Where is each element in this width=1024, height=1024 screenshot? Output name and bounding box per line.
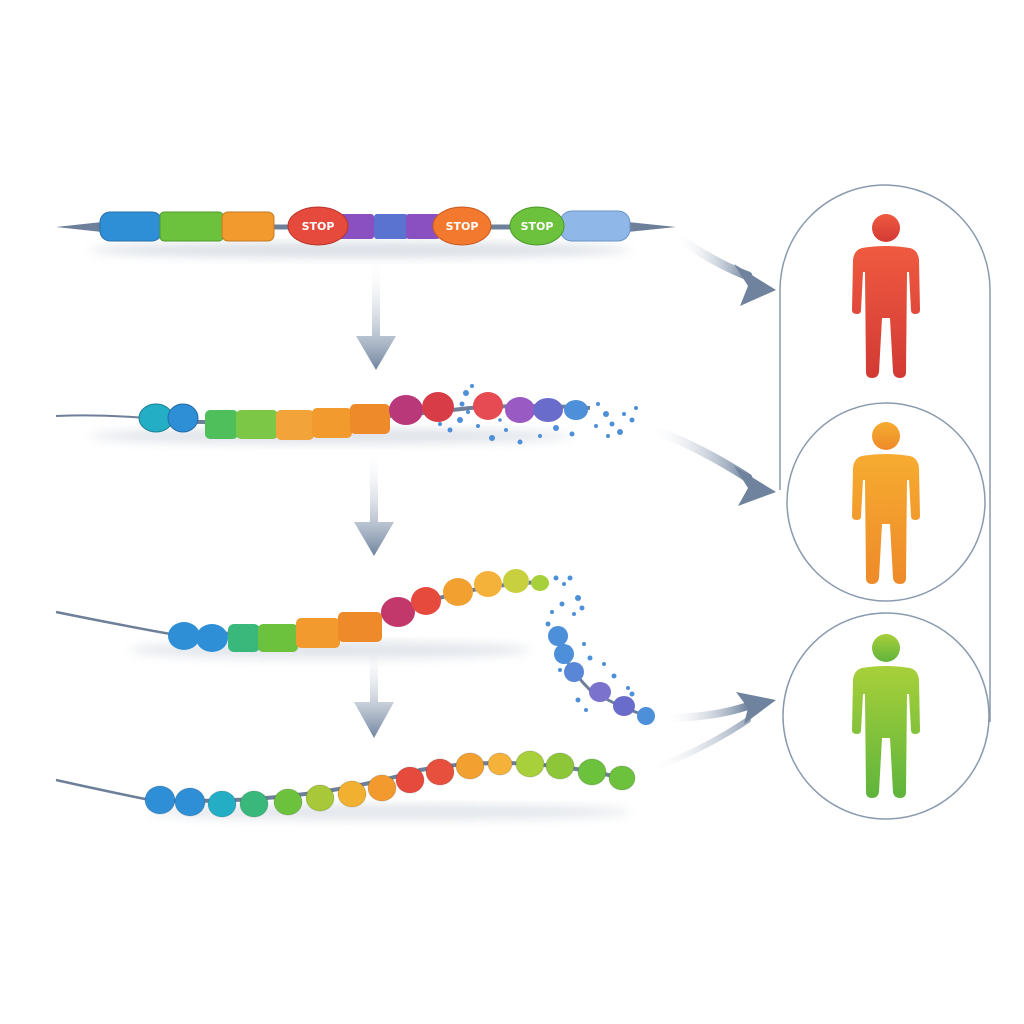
segment-teal (228, 624, 260, 652)
arrow-down-icon (356, 258, 396, 370)
outcome-panel (779, 184, 991, 820)
bead (273, 788, 303, 816)
person-icon-red (852, 214, 920, 378)
bead-green (531, 575, 549, 591)
segment-green (236, 410, 278, 439)
bead-orange (443, 578, 473, 606)
segment-orange (338, 612, 382, 642)
bead (455, 752, 485, 780)
bead-indigo (533, 398, 563, 422)
bead (239, 790, 269, 818)
bead-blue (548, 626, 568, 646)
outcome-circle-green (782, 612, 990, 820)
bead (608, 765, 636, 791)
person-icon-orange (852, 422, 920, 584)
stop-signal: STOP (287, 206, 349, 246)
bead-red (422, 392, 454, 422)
bead-blue (167, 403, 199, 433)
bead (515, 750, 545, 778)
debris-fragments-icon (438, 384, 638, 445)
strand-4-beads (144, 750, 636, 818)
bead-blue (168, 622, 200, 650)
stop-label: STOP (302, 220, 335, 233)
bead-blue (564, 662, 584, 682)
bead (577, 758, 607, 786)
segment-green (159, 211, 224, 242)
strand-1-intact: STOP STOP STOP (56, 206, 676, 258)
segment-green (258, 624, 298, 652)
bead-red (411, 587, 441, 615)
bead-yellow (503, 569, 529, 593)
bead (487, 752, 513, 776)
stop-label: STOP (521, 220, 554, 233)
curved-arrow-right-icon (645, 423, 776, 506)
bead-magenta (381, 597, 415, 627)
outcome-circle-orange (786, 402, 986, 602)
bead (174, 787, 206, 817)
debris-fragments-icon (545, 575, 635, 712)
segment-green (205, 410, 238, 439)
segment-light-blue (559, 210, 631, 242)
bead (207, 790, 237, 818)
bead-indigo (613, 696, 635, 716)
bead (337, 780, 367, 808)
stop-label: STOP (446, 220, 479, 233)
segment-orange (312, 408, 352, 438)
bead-purple (505, 397, 535, 423)
bead-red (473, 392, 503, 420)
segment-purple (406, 214, 440, 239)
segment-orange (296, 618, 340, 648)
person-icon-green (852, 634, 920, 798)
segment-indigo (374, 214, 408, 239)
bead-orange (474, 571, 502, 597)
curved-arrow-right-icon (645, 717, 751, 773)
bead-blue (637, 707, 655, 725)
panel-outline (779, 184, 991, 722)
segment-orange (276, 410, 314, 440)
curved-arrow-right-icon (671, 231, 776, 306)
segment-blue (99, 211, 163, 242)
curved-arrow-right-icon (660, 692, 776, 724)
bead-blue (196, 624, 228, 652)
bead (395, 766, 425, 794)
bead (545, 752, 575, 780)
arrow-down-icon (354, 448, 394, 556)
segment-orange (221, 211, 275, 242)
segment-orange (350, 404, 390, 434)
strand-2-degrading (55, 384, 638, 445)
stop-signal: STOP (432, 206, 492, 246)
strand-3-partial (55, 569, 655, 725)
bead (144, 785, 176, 815)
bead (367, 774, 397, 802)
arrow-down-icon (354, 644, 394, 738)
bead-magenta (389, 395, 423, 425)
stop-signal: STOP (509, 206, 565, 246)
bead (305, 784, 335, 812)
bead-indigo (589, 682, 611, 702)
bead-blue (564, 400, 588, 420)
bead (425, 758, 455, 786)
bead-blue (554, 644, 574, 664)
